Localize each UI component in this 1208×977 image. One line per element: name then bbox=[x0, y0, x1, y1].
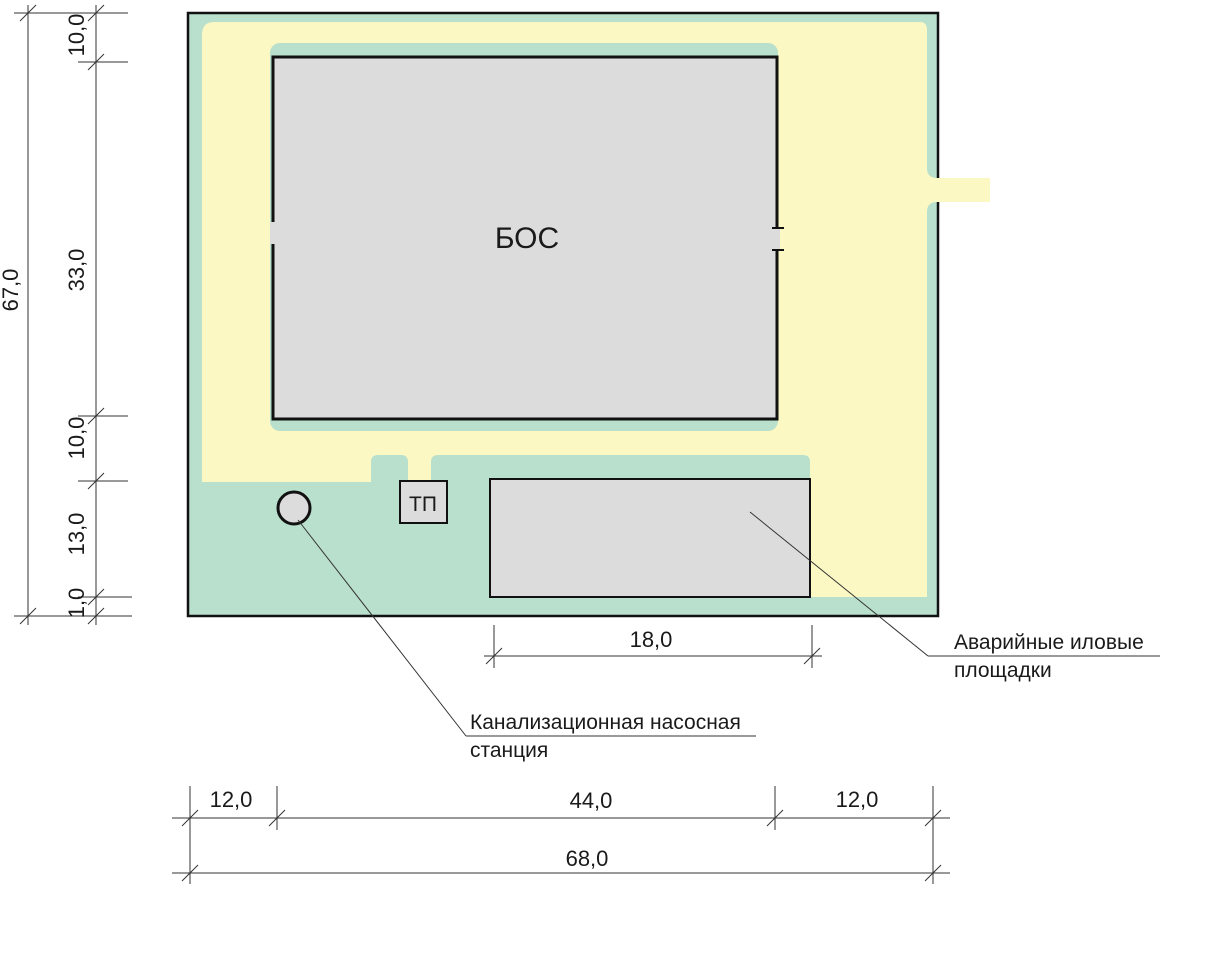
dim-left-seg-5: 1,0 bbox=[64, 588, 89, 619]
bos-label: БОС bbox=[495, 222, 559, 255]
sludge-pads-label-line2: площадки bbox=[954, 659, 1052, 682]
pump-station-icon bbox=[276, 490, 312, 526]
pump-station-label-line1: Канализационная насосная bbox=[470, 711, 741, 734]
dim-left-seg-1: 10,0 bbox=[64, 14, 89, 57]
dim-left-seg-2: 33,0 bbox=[64, 249, 89, 292]
tp-building bbox=[399, 480, 448, 524]
bottom-dimensions bbox=[172, 786, 950, 884]
bos-building bbox=[271, 55, 779, 421]
dim-bottom-seg-1: 12,0 bbox=[210, 787, 253, 812]
sludge-pads bbox=[489, 478, 811, 598]
dim-bottom-total: 68,0 bbox=[566, 846, 609, 871]
leader-lines bbox=[297, 511, 1160, 737]
pump-station-label-line2: станция bbox=[470, 739, 548, 762]
left-dimensions bbox=[14, 4, 132, 625]
dim-sludge-width: 18,0 bbox=[630, 627, 673, 652]
bos-door-right bbox=[774, 228, 780, 250]
sludge-pads-label-line1: Аварийные иловые bbox=[954, 631, 1144, 654]
sludge-dimension bbox=[484, 625, 822, 668]
dim-bottom-seg-3: 12,0 bbox=[836, 787, 879, 812]
dim-left-total: 67,0 bbox=[0, 269, 23, 312]
dim-left-seg-3: 10,0 bbox=[64, 417, 89, 460]
tp-label: ТП bbox=[409, 493, 437, 516]
dim-bottom-seg-2: 44,0 bbox=[570, 788, 613, 813]
dim-left-seg-4: 13,0 bbox=[64, 513, 89, 556]
bos-door-left bbox=[270, 222, 276, 244]
